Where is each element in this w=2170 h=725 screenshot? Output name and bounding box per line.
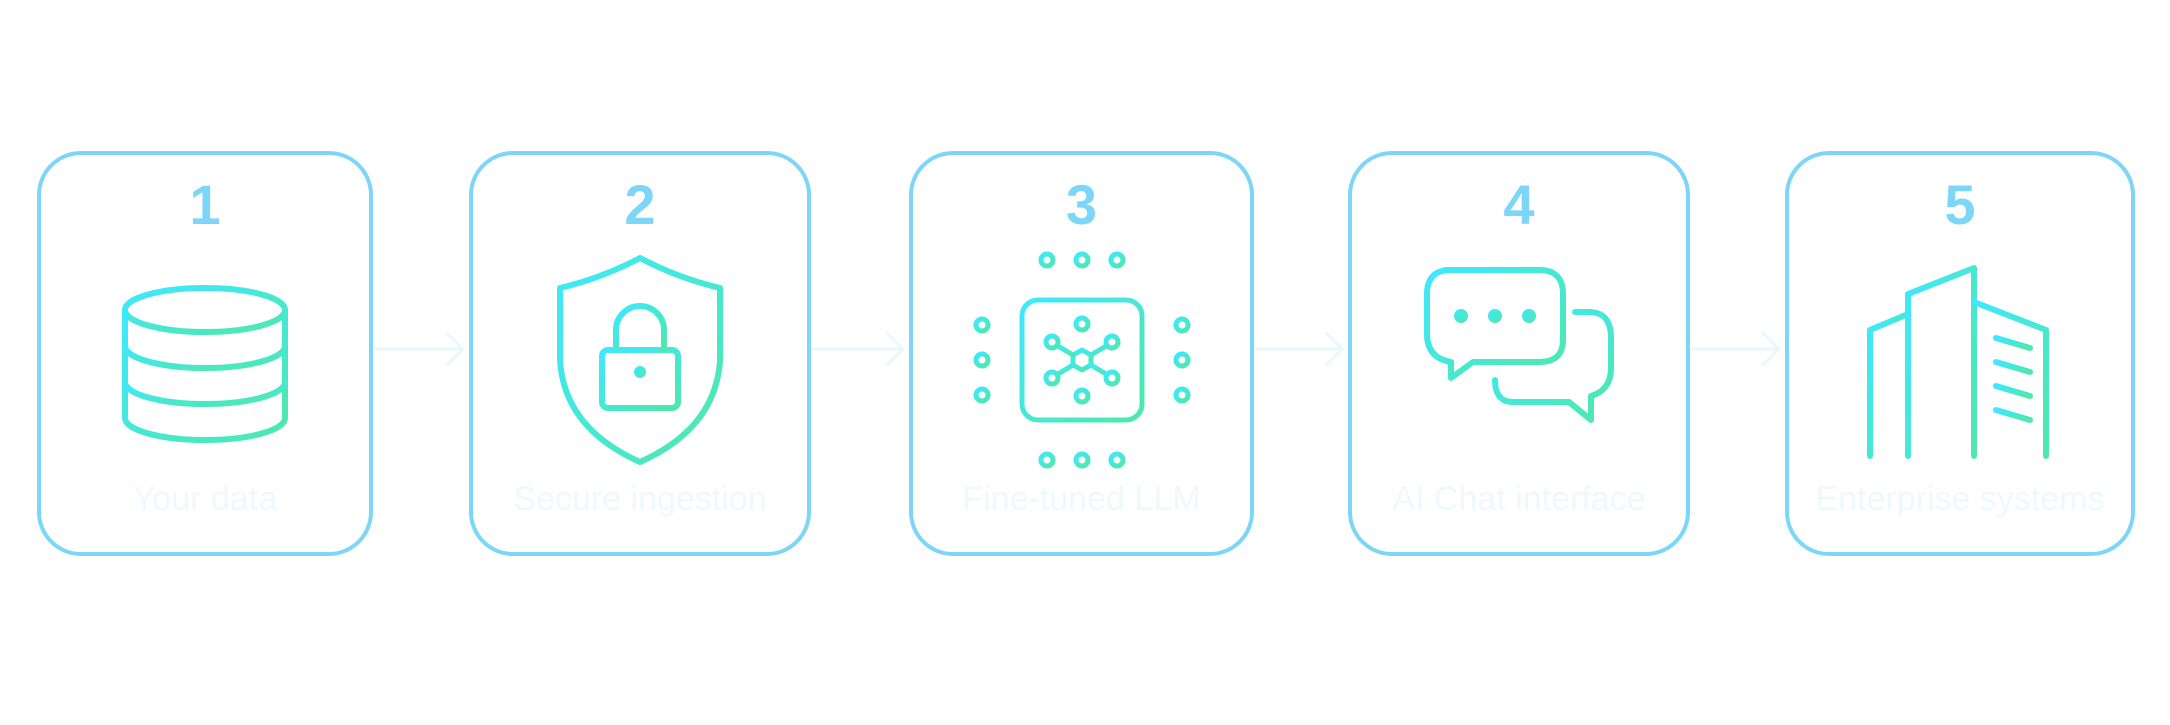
arrow-connector xyxy=(811,327,909,371)
step-fine-tuned-llm: 3 xyxy=(909,151,1254,556)
step-number: 4 xyxy=(1503,173,1535,236)
shield-lock-icon xyxy=(530,250,750,470)
step-label: AI Chat interface xyxy=(1392,480,1646,518)
step-enterprise-systems: 5 xyxy=(1785,151,2135,556)
step-your-data: 1 Your data xyxy=(37,151,373,556)
step-secure-ingestion: 2 Secure ingestion xyxy=(469,151,811,556)
arrow-connector xyxy=(1690,327,1785,371)
arrow-connector xyxy=(1254,327,1348,371)
step-label: Fine-tuned LLM xyxy=(962,480,1201,518)
database-icon xyxy=(95,250,315,470)
chip-icon xyxy=(972,250,1192,470)
step-label: Secure ingestion xyxy=(513,480,767,518)
step-label: Enterprise systems xyxy=(1815,480,2105,518)
step-number: 5 xyxy=(1944,173,1976,236)
building-icon xyxy=(1850,250,2070,470)
step-number: 3 xyxy=(1065,173,1098,236)
arrow-connector xyxy=(373,327,469,371)
step-number: 2 xyxy=(624,173,656,236)
step-label: Your data xyxy=(132,480,278,518)
step-number: 1 xyxy=(189,173,221,236)
chat-bubbles-icon xyxy=(1409,250,1629,470)
step-ai-chat-interface: 4 AI Chat interface xyxy=(1348,151,1690,556)
